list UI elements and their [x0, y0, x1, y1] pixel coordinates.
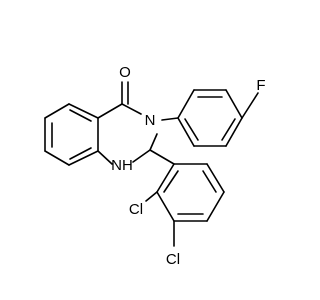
quinazolinone-ring	[97, 81, 158, 165]
chlorine-3-label: Cl	[166, 251, 180, 268]
oxygen-label: O	[119, 64, 131, 81]
fluorine-label: F	[256, 77, 265, 94]
benzo-ring	[44, 103, 99, 166]
nitrogen-amine-label: NH	[111, 157, 133, 174]
nitrogen-ring-label: N	[145, 112, 156, 129]
fluorophenyl-ring	[161, 89, 259, 147]
molecule-canvas: O N NH F Cl Cl	[44, 64, 266, 268]
dichlorophenyl-ring	[145, 149, 225, 247]
molecule-structure: O N NH F Cl Cl	[44, 64, 266, 268]
chlorine-2-label: Cl	[129, 201, 143, 218]
